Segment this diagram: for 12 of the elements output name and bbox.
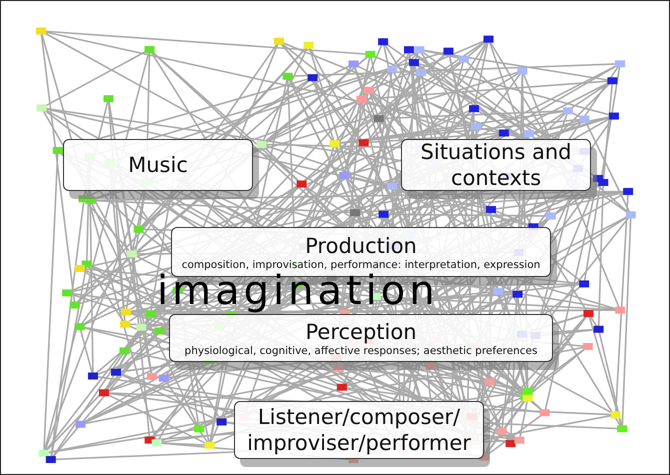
- box-heading: Listener/composer/ improviser/performer: [246, 404, 472, 456]
- box-heading: Production: [305, 232, 417, 258]
- box-heading: Situations and contexts: [420, 139, 572, 191]
- box-subtext: composition, improvisation, performance: interpretation, expression: [182, 258, 540, 272]
- label-box: [401, 139, 591, 191]
- label-box: [63, 139, 253, 191]
- box-heading: Perception: [305, 318, 417, 344]
- label-box: [169, 314, 553, 362]
- label-box: [234, 401, 484, 459]
- box-subtext: physiological, cognitive, affective responses; aesthetic preferences: [184, 344, 538, 358]
- box-heading: Music: [128, 152, 188, 178]
- headline-text: imagination: [157, 269, 439, 313]
